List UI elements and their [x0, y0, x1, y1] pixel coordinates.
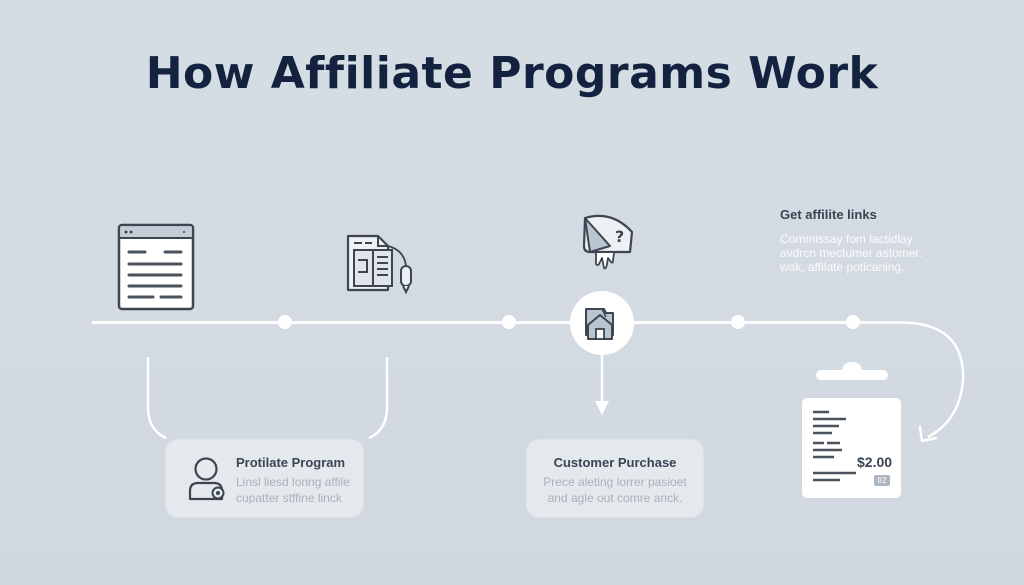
timeline-dot [846, 315, 860, 329]
info-line: Commissay fom lactidlay [780, 232, 913, 246]
timeline-dot [502, 315, 516, 329]
card-title: Customer Purchase [553, 455, 677, 470]
receipt: $2.00 02 [802, 398, 901, 498]
timeline-dot [731, 315, 745, 329]
envelope-question-icon: ? [582, 214, 634, 270]
page-title: How Affiliate Programs Work [145, 48, 879, 99]
card-desc-line: and agle out comre anck. [547, 491, 683, 505]
info-line: wak, affilate poticaning. [780, 260, 905, 274]
info-line: avdrcn mectumer astomer. [780, 246, 923, 260]
receipt-badge: 02 [874, 475, 890, 486]
bracket-connector [146, 357, 389, 440]
receipt-amount: $2.00 [857, 454, 893, 470]
store-node [570, 291, 634, 355]
card-desc-line: cupatter stffine linck [236, 491, 342, 505]
document-form-icon [346, 234, 412, 295]
store-house-icon [585, 308, 614, 340]
down-arrow-connector [595, 355, 609, 415]
card-desc-line: Prece aleting lorrer pasioet [543, 475, 687, 489]
program-card: Protilate Program Linsl liesd loring aff… [166, 440, 363, 517]
svg-text:?: ? [615, 227, 624, 246]
timeline-line [92, 321, 852, 324]
browser-window-icon [117, 223, 195, 311]
info-block: Get affilite links Commissay fom lactidl… [780, 207, 960, 274]
receipt-hanger [816, 362, 888, 380]
timeline-dot [278, 315, 292, 329]
curved-arrow-connector [850, 321, 965, 443]
info-title: Get affilite links [780, 207, 877, 222]
card-title: Protilate Program [236, 455, 346, 470]
customer-purchase-card: Customer Purchase Prece aleting lorrer p… [527, 440, 703, 517]
receipt-lines [813, 410, 856, 482]
user-icon [188, 457, 225, 501]
card-desc-line: Linsl liesd loring affile [236, 475, 350, 489]
